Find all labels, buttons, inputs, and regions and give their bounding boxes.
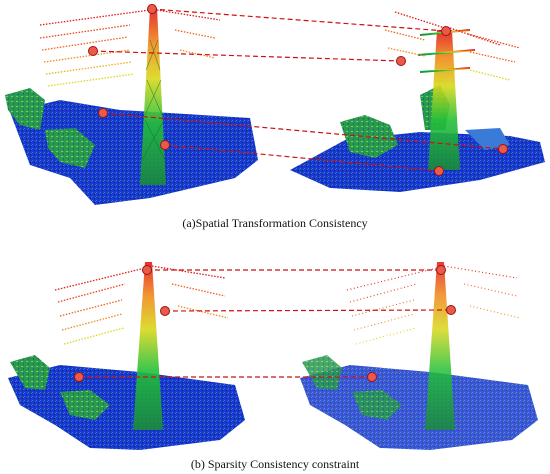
tower <box>126 8 180 185</box>
vegetation-patch <box>465 128 510 150</box>
keypoint-marker <box>434 166 444 176</box>
keypoint-marker <box>142 265 152 275</box>
panel-a-left <box>5 8 258 205</box>
power-lines <box>39 9 221 87</box>
caption-spatial-transformation: (a)Spatial Transformation Consistency <box>182 216 368 230</box>
vegetation-patch <box>60 390 110 420</box>
keypoint-marker <box>88 46 98 56</box>
power-lines <box>346 265 521 345</box>
tower <box>412 262 470 430</box>
keypoint-marker <box>160 140 170 150</box>
panel-b-left <box>8 262 245 450</box>
keypoint-markers-a <box>88 4 508 176</box>
caption-sparsity-consistency: (b) Sparsity Consistency constraint <box>190 457 360 471</box>
keypoint-marker <box>446 305 456 315</box>
power-lines <box>54 265 229 345</box>
keypoint-marker <box>147 4 157 14</box>
keypoint-marker <box>396 56 406 66</box>
panel-b-right <box>300 262 538 450</box>
vegetation-patch <box>10 355 50 390</box>
keypoint-marker <box>441 26 451 36</box>
correspondence-lines-b <box>79 269 452 378</box>
ground-plane <box>300 365 538 450</box>
tower <box>120 262 178 430</box>
correspondence-lines-a <box>92 8 504 172</box>
vegetation-patch <box>302 355 342 390</box>
keypoint-marker <box>160 306 170 316</box>
keypoint-marker <box>498 144 508 154</box>
keypoint-marker <box>98 108 108 118</box>
tower <box>417 29 476 170</box>
keypoint-marker <box>436 265 446 275</box>
vegetation-patch <box>352 390 402 420</box>
power-lines <box>384 11 521 81</box>
ground-plane <box>8 365 245 450</box>
ground-plane <box>10 100 258 205</box>
vegetation-patch <box>45 128 95 168</box>
panel-a-right <box>290 11 545 192</box>
keypoint-marker <box>367 372 377 382</box>
vegetation-patch <box>5 88 45 130</box>
keypoint-markers-b <box>74 265 456 382</box>
keypoint-marker <box>74 372 84 382</box>
